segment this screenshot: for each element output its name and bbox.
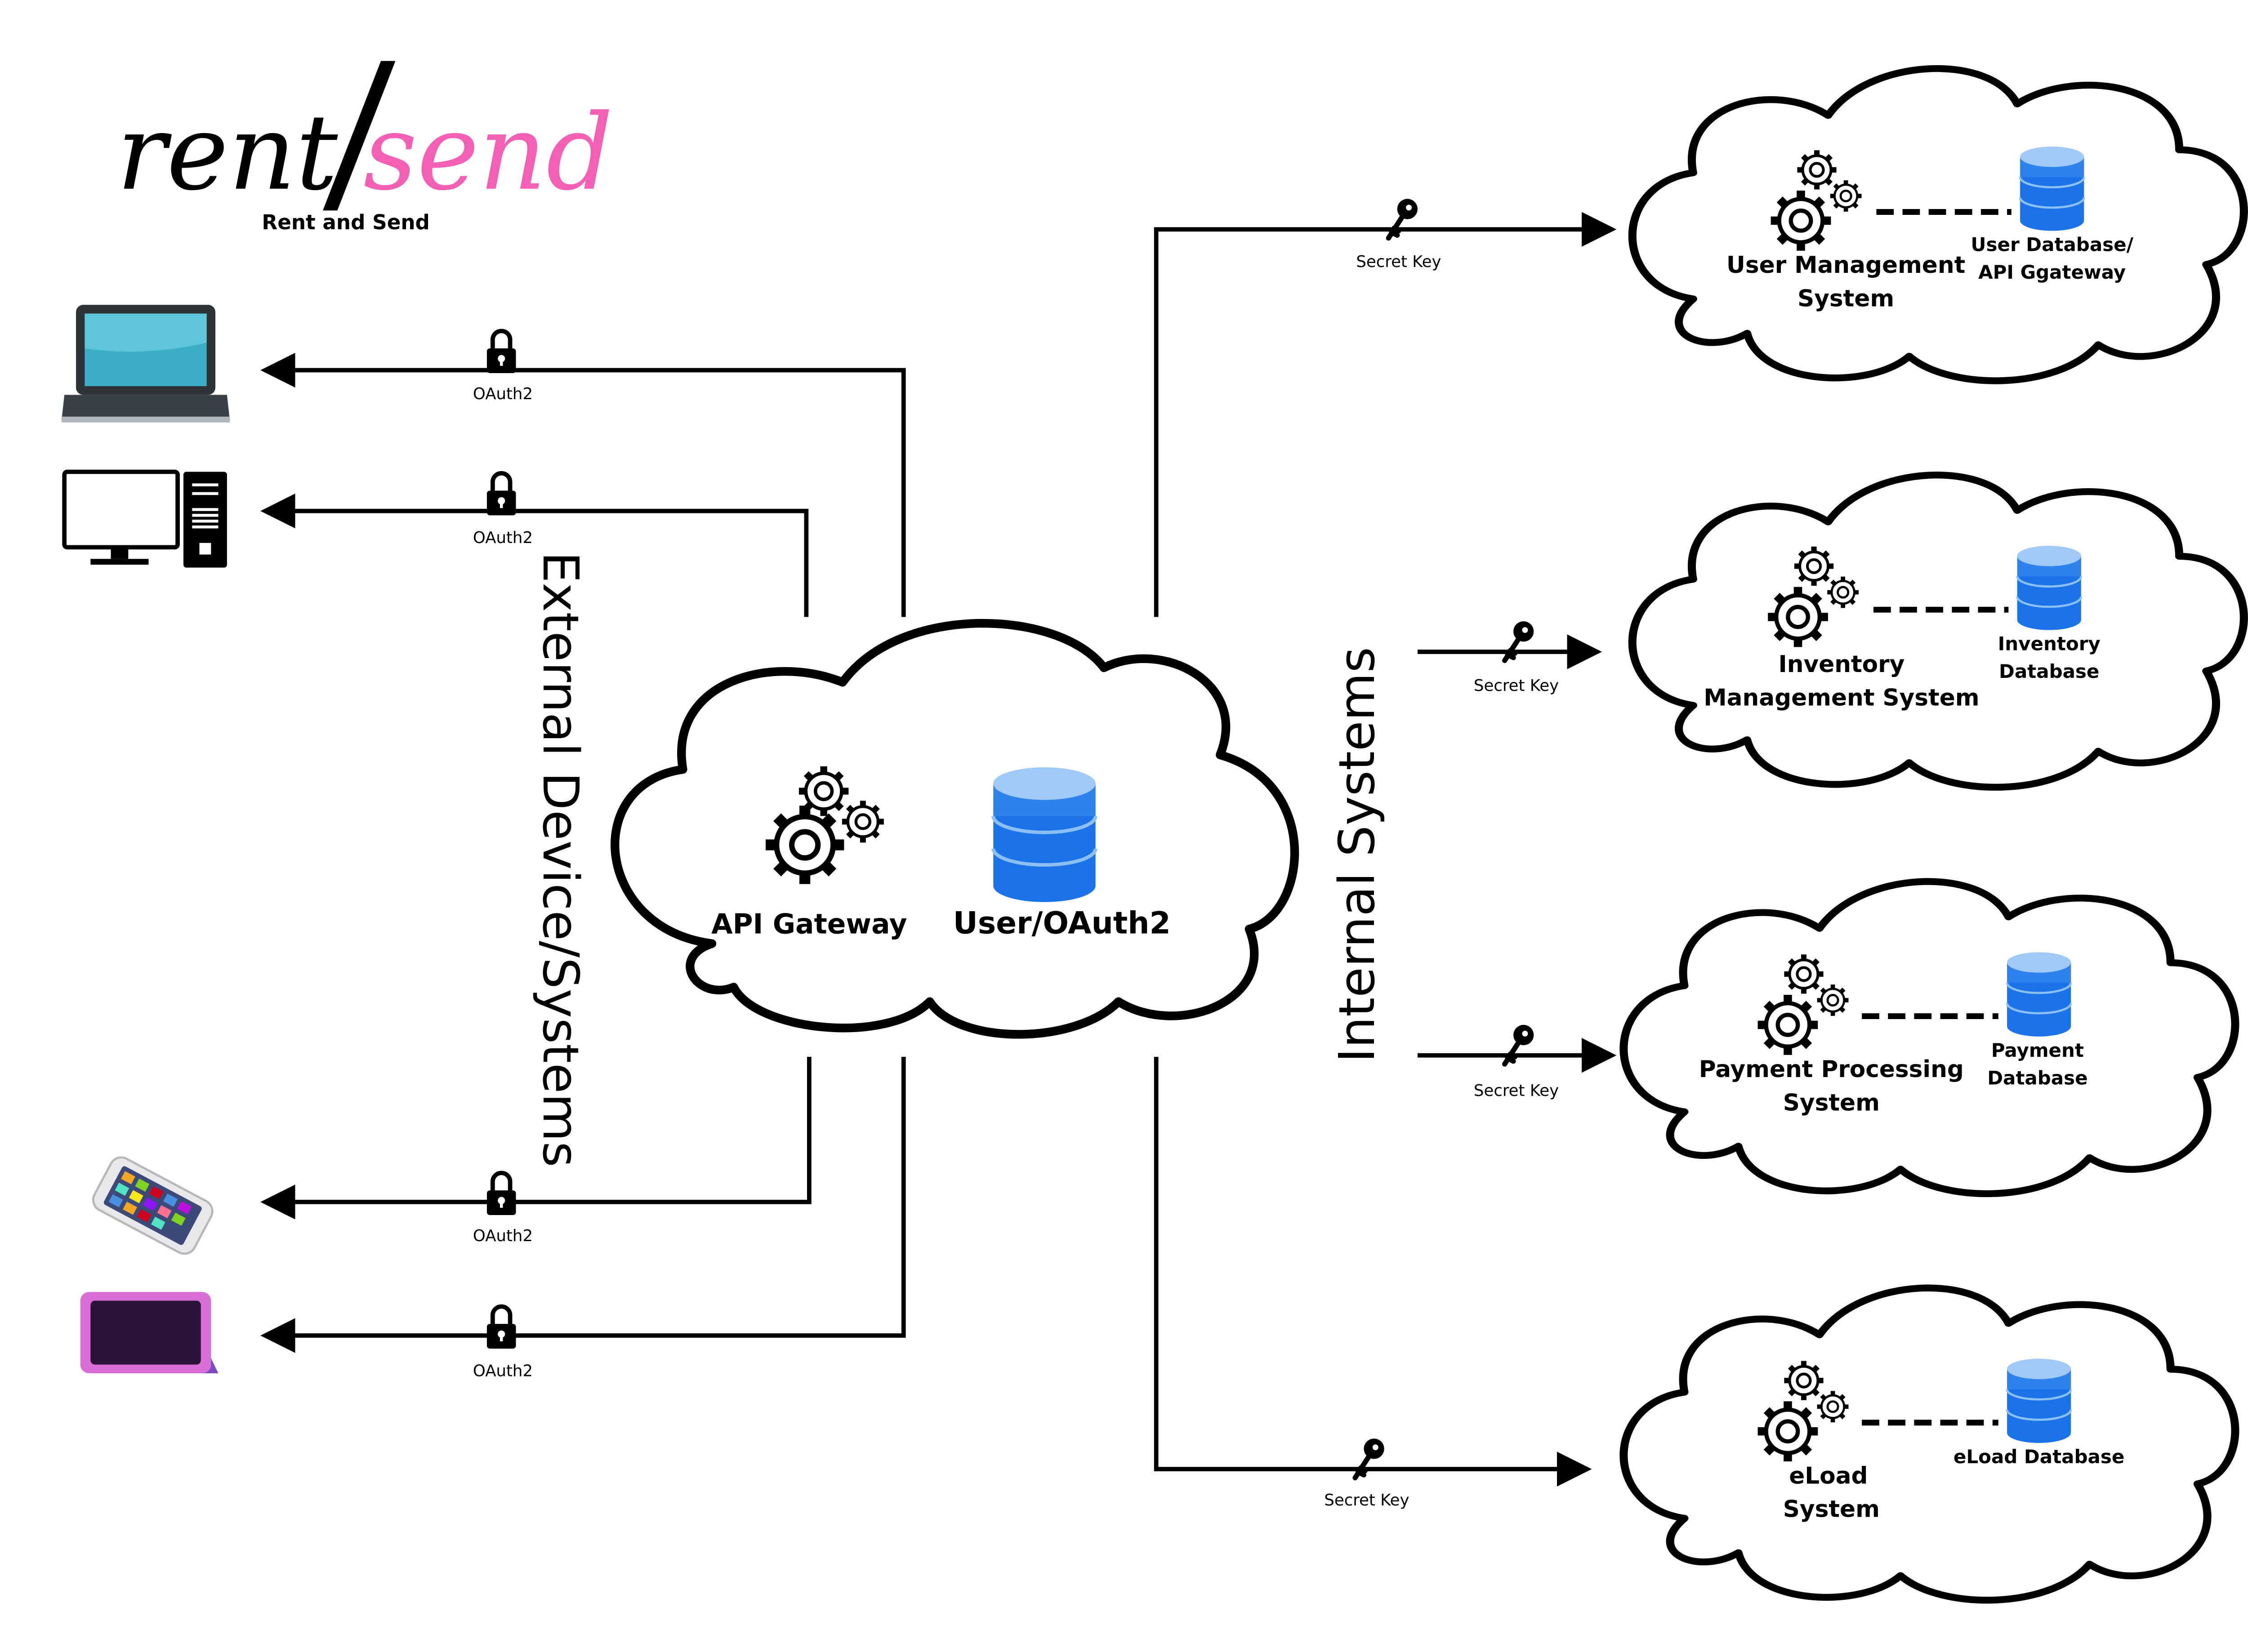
oauth-label-1: OAuth2 xyxy=(473,385,533,403)
secret-key-2: Secret Key xyxy=(1474,621,1559,695)
system-label-line2: System xyxy=(1783,1089,1880,1116)
logo-tagline: Rent and Send xyxy=(262,210,430,234)
lock-icon xyxy=(487,1173,516,1215)
system-label-line2: System xyxy=(1783,1496,1880,1523)
oauth-lock-1: OAuth2 xyxy=(473,331,533,403)
db-label-line1: Inventory xyxy=(1998,633,2101,655)
laptop-icon xyxy=(61,305,230,423)
secret-key-3: Secret Key xyxy=(1474,1025,1559,1100)
system-label-line1: User Management xyxy=(1726,252,1965,279)
external-connection-lines xyxy=(260,352,906,1353)
system-label-line2: System xyxy=(1798,285,1894,312)
lock-icon xyxy=(487,1306,516,1349)
database-icon xyxy=(2020,147,2084,231)
api-gateway-label: API Gateway xyxy=(711,908,907,940)
key-icon xyxy=(1388,199,1418,238)
logo-word-rent: rent xyxy=(116,92,338,214)
db-label-line1: eLoad Database xyxy=(1954,1446,2124,1468)
system-label-line2: Management System xyxy=(1704,684,1979,711)
internal-systems-heading: Internal Systems xyxy=(1328,647,1386,1063)
lock-icon xyxy=(487,331,516,373)
oauth-lock-4: OAuth2 xyxy=(473,1306,533,1380)
system-label-line1: eLoad xyxy=(1789,1462,1868,1489)
logo-slash xyxy=(323,61,396,211)
database-icon xyxy=(2007,1359,2071,1443)
database-icon xyxy=(2007,952,2071,1036)
oauth-label-2: OAuth2 xyxy=(473,529,533,547)
oauth-lock-2: OAuth2 xyxy=(473,473,533,547)
db-label-line2: Database xyxy=(1999,660,2099,682)
secret-key-label-1: Secret Key xyxy=(1356,253,1441,271)
database-icon xyxy=(2017,546,2081,630)
secret-key-1: Secret Key xyxy=(1356,199,1441,271)
key-icon xyxy=(1505,1025,1534,1064)
secret-key-label-3: Secret Key xyxy=(1474,1082,1559,1100)
lock-icon xyxy=(487,473,516,516)
system-label-line1: Payment Processing xyxy=(1699,1056,1964,1083)
secret-key-label-4: Secret Key xyxy=(1324,1491,1409,1510)
brand-logo: rent send Rent and Send xyxy=(116,61,613,234)
central-cloud xyxy=(611,619,1299,1039)
db-label-line2: Database xyxy=(1987,1067,2087,1089)
user-oauth-db-label: User/OAuth2 xyxy=(953,905,1171,940)
inventory-management-cloud: Inventory Management System Inventory Da… xyxy=(1632,475,2244,788)
secret-key-4: Secret Key xyxy=(1324,1438,1409,1510)
system-label-line1: Inventory xyxy=(1779,651,1905,678)
payment-processing-cloud: Payment Processing System Payment Databa… xyxy=(1624,882,2235,1194)
oauth-label-4: OAuth2 xyxy=(473,1362,533,1380)
user-management-cloud: User Management System User Database/ AP… xyxy=(1632,69,2244,381)
external-systems-heading: External Device/Systems xyxy=(532,552,589,1167)
tablet-icon xyxy=(80,1292,219,1373)
db-label-line2: API Ggateway xyxy=(1978,261,2126,283)
database-icon xyxy=(993,767,1095,902)
secret-key-label-2: Secret Key xyxy=(1474,677,1559,695)
eload-cloud: eLoad System eLoad Database xyxy=(1624,1288,2235,1600)
db-label-line1: User Database/ xyxy=(1971,234,2133,256)
key-icon xyxy=(1505,621,1534,660)
oauth-label-3: OAuth2 xyxy=(473,1227,533,1245)
smartphone-icon xyxy=(92,1156,214,1255)
db-label-line1: Payment xyxy=(1991,1039,2084,1061)
logo-word-send: send xyxy=(363,92,613,214)
oauth-lock-3: OAuth2 xyxy=(473,1173,533,1245)
key-icon xyxy=(1355,1438,1384,1478)
desktop-computer-icon xyxy=(62,469,227,568)
